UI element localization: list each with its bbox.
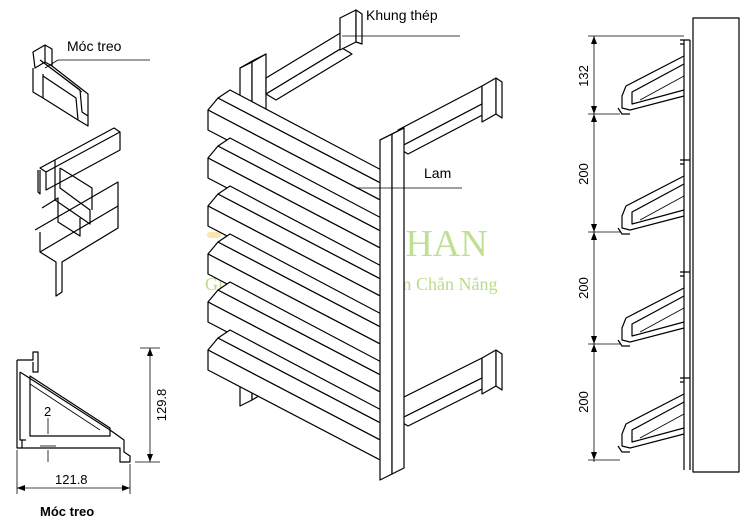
dim-thickness: 2	[44, 404, 51, 419]
elevation-profile-4	[617, 377, 690, 453]
dim-spacing-3: 200	[576, 277, 591, 299]
hanger-top-leader-tip	[44, 59, 59, 69]
elevation-view	[683, 17, 740, 473]
dim-hanger-height: 129.8	[154, 389, 169, 422]
louver-blade-3	[207, 185, 405, 319]
hanger-caption: Móc treo	[40, 504, 94, 519]
elevation-profile-2	[617, 159, 690, 235]
wall	[692, 17, 740, 473]
louver-blade-5	[207, 281, 405, 415]
dim-spacing-2: 200	[576, 163, 591, 185]
assembly-detail	[34, 127, 121, 297]
louver-blade-4	[207, 233, 405, 367]
elevation-profile-3	[617, 271, 690, 347]
dim-spacing-1: 132	[576, 65, 591, 87]
dim-hanger-width: 121.8	[55, 472, 88, 487]
elevation-profile-1	[617, 39, 690, 115]
elevation-dimensions	[588, 35, 684, 462]
dim-spacing-4: 200	[576, 391, 591, 413]
louver-label: Lam	[424, 165, 451, 181]
hanger-section	[16, 347, 160, 494]
hanger-isometric	[32, 44, 89, 127]
louver-assembly	[207, 9, 503, 481]
hanger-top-label: Móc treo	[67, 38, 122, 54]
louver-blade-1	[207, 89, 405, 223]
steel-frame-label: Khung thép	[366, 7, 438, 23]
louver-blade-6	[207, 329, 405, 463]
